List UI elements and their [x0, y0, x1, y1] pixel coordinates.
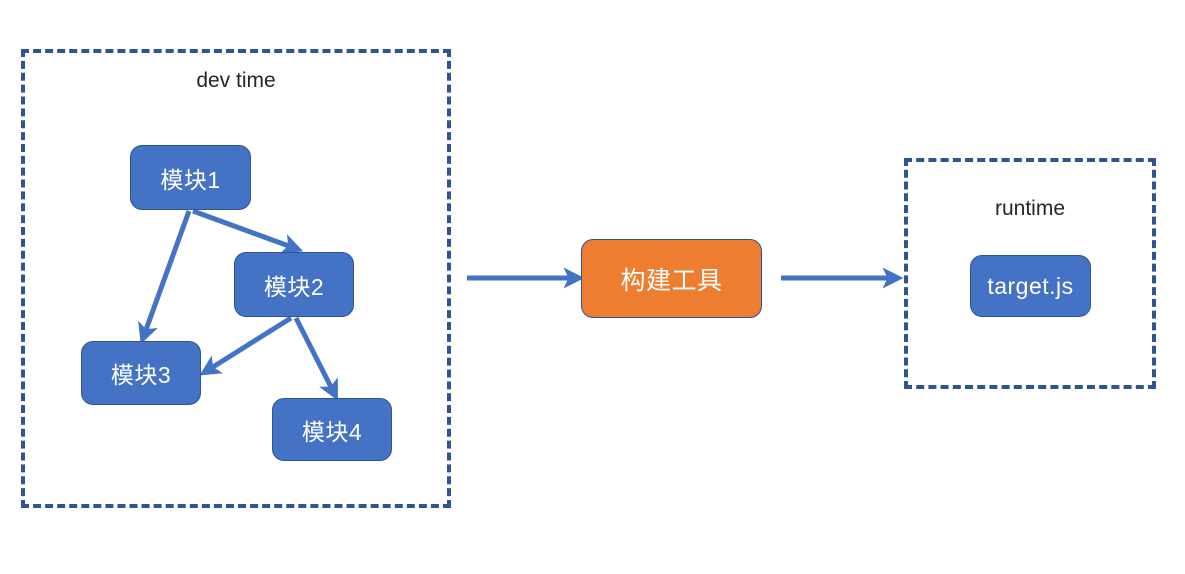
node-build-tool[interactable]: 构建工具 [581, 239, 762, 318]
node-module1[interactable]: 模块1 [130, 145, 251, 210]
node-module3[interactable]: 模块3 [81, 341, 201, 405]
node-module2[interactable]: 模块2 [234, 252, 354, 317]
node-module4[interactable]: 模块4 [272, 398, 392, 461]
group-label-dev-time: dev time [196, 69, 276, 92]
group-label-runtime: runtime [994, 197, 1066, 220]
group-box-dev-time [21, 49, 451, 508]
node-target-js[interactable]: target.js [970, 255, 1091, 317]
group-box-runtime [904, 158, 1156, 389]
